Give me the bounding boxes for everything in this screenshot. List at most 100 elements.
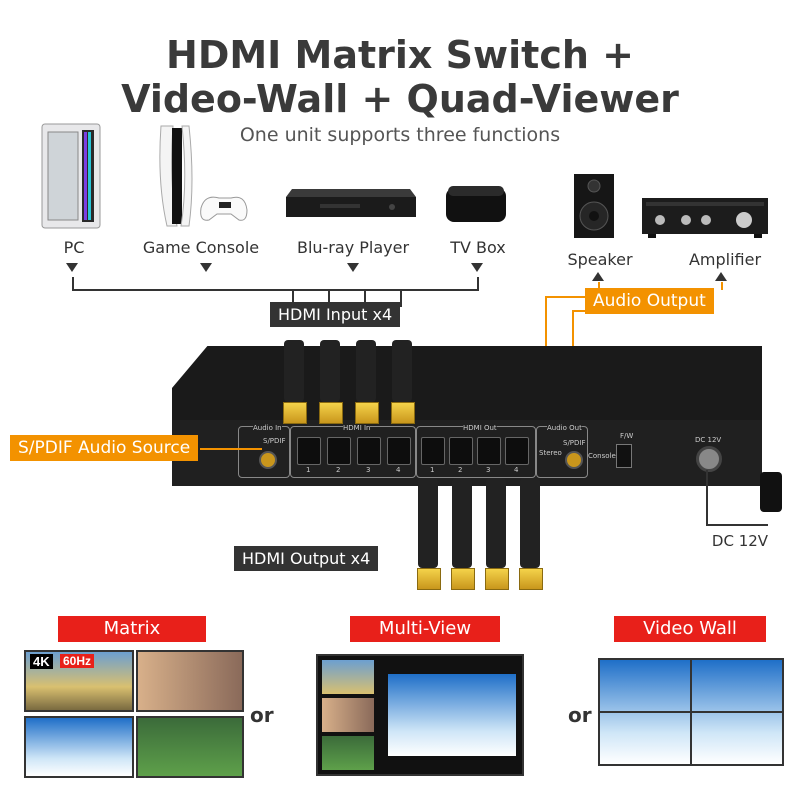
audio-line xyxy=(572,310,590,312)
audio-out-label: Audio Out xyxy=(547,424,582,432)
spdif-out-label: S/PDIF xyxy=(563,439,586,447)
hdmi-cable xyxy=(520,478,540,568)
arrow-down-icon xyxy=(66,263,78,272)
port-number: 1 xyxy=(430,466,435,474)
source-label-bluray: Blu-ray Player xyxy=(296,238,410,257)
dc-12v-label: DC 12V xyxy=(711,532,769,550)
power-adapter-icon xyxy=(760,472,782,512)
hdmi-cable xyxy=(486,478,506,568)
multiview-pane xyxy=(322,736,374,770)
spdif-in-jack[interactable] xyxy=(259,451,277,469)
matrix-screen-1: 4K 60Hz xyxy=(24,650,134,712)
or-separator: or xyxy=(250,703,274,727)
stereo-label: Stereo xyxy=(539,449,562,457)
audio-label-amplifier: Amplifier xyxy=(688,250,762,269)
tv-box-icon xyxy=(444,182,508,226)
arrow-up-icon xyxy=(715,272,727,281)
input-bus-line xyxy=(72,289,479,291)
hdmi-cable xyxy=(452,478,472,568)
dc-line xyxy=(706,524,768,526)
hdmi-in-port[interactable] xyxy=(327,437,351,465)
mode-label-videowall: Video Wall xyxy=(614,616,766,642)
source-label-game-console: Game Console xyxy=(142,238,260,257)
port-number: 4 xyxy=(396,466,401,474)
bluray-player-icon xyxy=(282,187,420,225)
audio-output-callout: Audio Output xyxy=(585,288,714,314)
hdmi-plug-icon xyxy=(355,402,379,424)
spdif-source-callout: S/PDIF Audio Source xyxy=(10,435,199,461)
dc-line xyxy=(706,470,708,526)
dc-power-jack[interactable] xyxy=(696,446,722,472)
hdmi-cable xyxy=(392,340,412,402)
arrow-down-icon xyxy=(200,263,212,272)
hdmi-out-label: HDMI Out xyxy=(463,424,497,432)
matrix-screen-2 xyxy=(136,650,244,712)
hdmi-input-callout: HDMI Input x4 xyxy=(270,302,401,327)
port-number: 2 xyxy=(336,466,341,474)
spdif-line xyxy=(200,448,262,450)
videowall-screen xyxy=(598,658,784,766)
page-title-line2: Video-Wall + Quad-Viewer xyxy=(121,77,679,121)
hdmi-plug-icon xyxy=(391,402,415,424)
hdmi-plug-icon xyxy=(451,568,475,590)
hdmi-out-port[interactable] xyxy=(477,437,501,465)
hdmi-plug-icon xyxy=(519,568,543,590)
dc-panel-label: DC 12V xyxy=(695,436,722,444)
hdmi-cable xyxy=(356,340,376,402)
connector-line xyxy=(328,291,330,307)
audio-line xyxy=(721,282,723,290)
fw-label: F/W xyxy=(620,432,634,440)
amplifier-icon xyxy=(640,196,770,240)
pc-tower-icon xyxy=(36,122,106,230)
videowall-divider xyxy=(600,711,782,713)
hdmi-in-port[interactable] xyxy=(387,437,411,465)
badge-4k: 4K xyxy=(30,654,53,669)
hdmi-in-port[interactable] xyxy=(357,437,381,465)
console-label: Console xyxy=(588,452,616,460)
spdif-in-label: S/PDIF xyxy=(263,437,286,445)
audio-line xyxy=(545,296,589,298)
connector-line xyxy=(477,277,479,291)
audio-line xyxy=(598,282,600,290)
hdmi-out-port[interactable] xyxy=(449,437,473,465)
hdmi-plug-icon xyxy=(283,402,307,424)
source-label-tvbox: TV Box xyxy=(450,238,506,257)
source-label-pc: PC xyxy=(63,238,85,257)
hdmi-cable xyxy=(284,340,304,402)
port-number: 3 xyxy=(366,466,371,474)
port-number: 4 xyxy=(514,466,519,474)
page-title-line1: HDMI Matrix Switch + xyxy=(166,33,634,77)
usb-port[interactable] xyxy=(616,444,632,468)
arrow-down-icon xyxy=(347,263,359,272)
multiview-pane xyxy=(322,660,374,694)
hdmi-plug-icon xyxy=(417,568,441,590)
connector-line xyxy=(292,291,294,307)
hdmi-out-port[interactable] xyxy=(505,437,529,465)
hdmi-plug-icon xyxy=(485,568,509,590)
hdmi-in-group: HDMI In 1 2 3 4 xyxy=(290,424,416,478)
game-console-icon xyxy=(155,122,250,232)
arrow-down-icon xyxy=(471,263,483,272)
multiview-main-pane xyxy=(388,674,516,756)
hdmi-output-callout: HDMI Output x4 xyxy=(234,546,379,571)
mode-label-matrix: Matrix xyxy=(58,616,206,642)
connector-line xyxy=(400,291,402,307)
speaker-icon xyxy=(572,172,616,240)
hdmi-out-port[interactable] xyxy=(421,437,445,465)
badge-60hz: 60Hz xyxy=(60,654,95,668)
hdmi-in-port[interactable] xyxy=(297,437,321,465)
port-number: 1 xyxy=(306,466,311,474)
audio-out-group: Audio Out Stereo S/PDIF xyxy=(536,424,588,478)
or-separator: or xyxy=(568,703,592,727)
matrix-screen-3 xyxy=(24,716,134,778)
audio-label-speaker: Speaker xyxy=(567,250,633,269)
page-subtitle: One unit supports three functions xyxy=(239,124,561,146)
multiview-screen xyxy=(316,654,524,776)
hdmi-cable xyxy=(320,340,340,402)
connector-line xyxy=(364,291,366,307)
connector-line xyxy=(72,277,74,291)
hdmi-out-group: HDMI Out 1 2 3 4 xyxy=(416,424,536,478)
hdmi-cable xyxy=(418,478,438,568)
audio-in-group: Audio In S/PDIF xyxy=(238,424,290,478)
spdif-out-jack[interactable] xyxy=(565,451,583,469)
